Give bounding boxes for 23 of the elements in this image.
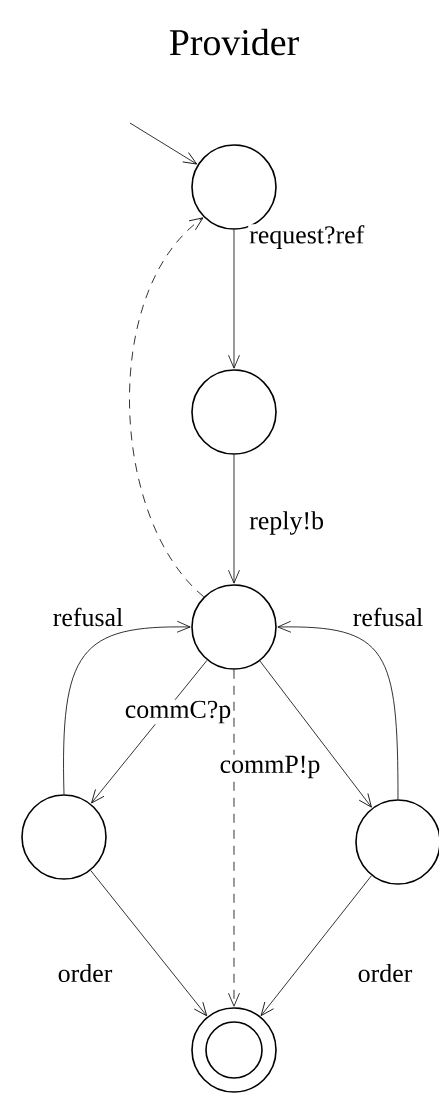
arrow xyxy=(228,229,240,369)
state-circle xyxy=(21,794,107,880)
arrow xyxy=(260,875,372,1016)
arrow xyxy=(129,122,198,165)
edge-label: commP!p xyxy=(218,754,322,780)
arrow xyxy=(90,870,208,1017)
title: Provider xyxy=(169,28,299,56)
state-circle xyxy=(191,369,277,455)
edge-label: refusal xyxy=(51,606,125,628)
arrow xyxy=(228,454,240,584)
edge-label: order xyxy=(56,962,114,984)
state-circle xyxy=(191,584,277,670)
dashed-arrow xyxy=(228,669,240,1007)
edge-label: reply!b xyxy=(248,510,325,536)
edge-label: request?ref xyxy=(248,224,366,250)
edge-label: refusal xyxy=(351,606,425,628)
dashed-arrow xyxy=(129,217,205,598)
arrow xyxy=(259,660,372,808)
edge-label: commC?p xyxy=(123,699,233,725)
arrow xyxy=(277,620,399,800)
edge-label: order xyxy=(356,962,414,984)
arrow xyxy=(63,620,191,795)
final-state-circle xyxy=(191,1007,277,1093)
